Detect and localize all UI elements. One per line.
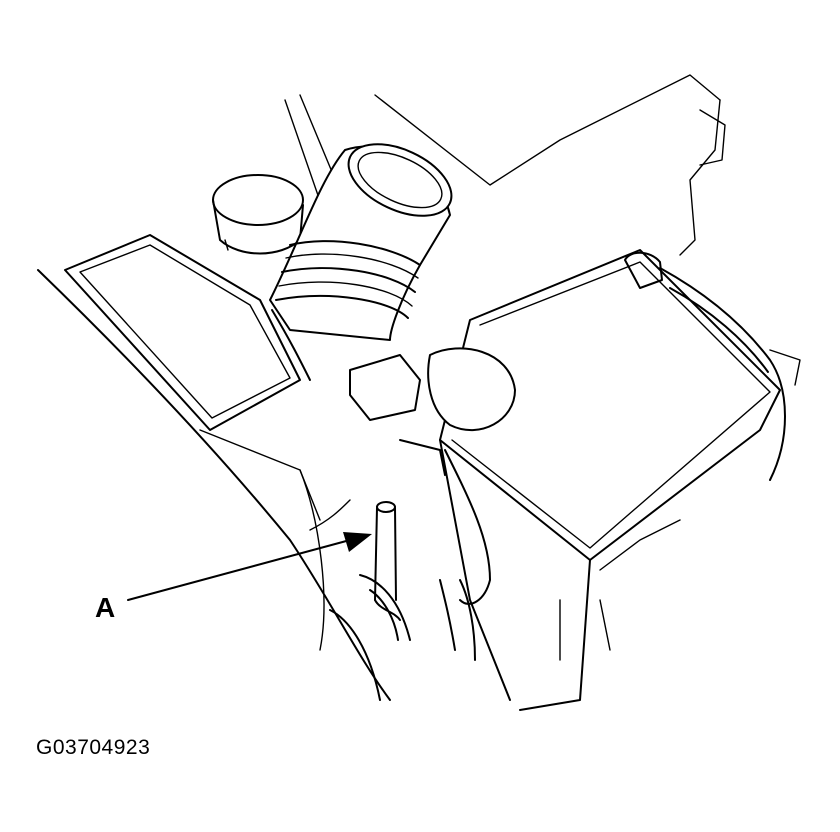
hose-a bbox=[374, 501, 401, 621]
battery bbox=[439, 249, 781, 711]
fender-panel bbox=[37, 234, 391, 701]
callout-leader bbox=[127, 532, 372, 601]
callout-label-a: A bbox=[95, 592, 116, 623]
battery-terminal bbox=[624, 251, 801, 481]
connector-block bbox=[349, 347, 516, 476]
lower-hoses bbox=[309, 449, 491, 701]
reservoir-cap bbox=[212, 174, 304, 255]
air-intake-duct bbox=[269, 143, 453, 381]
figure-id: G03704923 bbox=[36, 736, 151, 759]
